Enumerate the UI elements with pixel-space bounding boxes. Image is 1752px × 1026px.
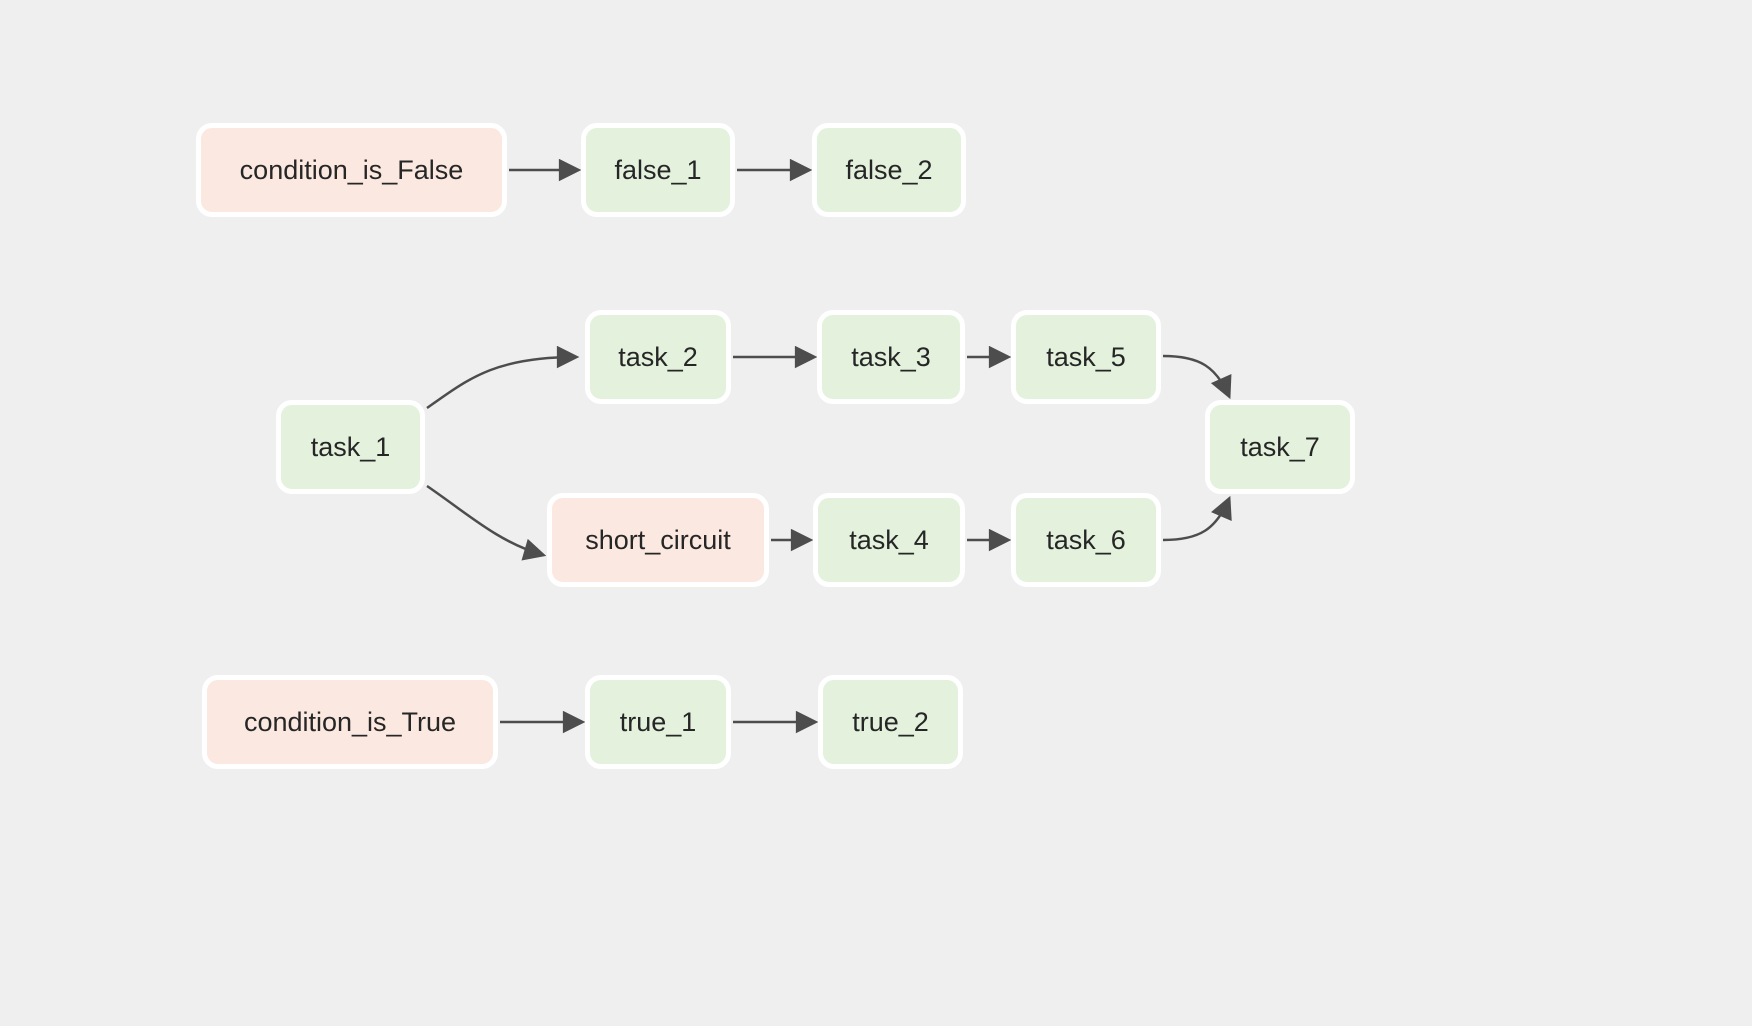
node-short_circuit[interactable]: short_circuit [547, 493, 769, 587]
node-label: condition_is_False [239, 154, 464, 185]
node-condition_is_False[interactable]: condition_is_False [196, 123, 507, 217]
node-label: task_7 [1240, 431, 1320, 462]
node-label: task_3 [851, 341, 931, 372]
node-label: false_2 [845, 154, 933, 185]
node-task_3[interactable]: task_3 [817, 310, 965, 404]
node-false_1[interactable]: false_1 [581, 123, 735, 217]
node-task_6[interactable]: task_6 [1011, 493, 1161, 587]
edge-task_6-task_7 [1162, 495, 1232, 542]
node-label: task_5 [1046, 341, 1126, 372]
edge-task_1-task_2 [426, 345, 580, 410]
node-task_1[interactable]: task_1 [276, 400, 425, 494]
node-false_2[interactable]: false_2 [812, 123, 966, 217]
node-label: task_4 [849, 524, 929, 555]
edge-task_1-short_circuit [426, 484, 547, 561]
node-label: task_2 [618, 341, 698, 372]
node-true_2[interactable]: true_2 [818, 675, 963, 769]
node-label: false_1 [614, 154, 702, 185]
node-label: true_1 [619, 706, 697, 737]
edge-task_5-task_7 [1162, 354, 1232, 400]
node-condition_is_True[interactable]: condition_is_True [202, 675, 498, 769]
node-label: short_circuit [585, 524, 731, 555]
node-task_4[interactable]: task_4 [813, 493, 965, 587]
node-true_1[interactable]: true_1 [585, 675, 731, 769]
node-task_5[interactable]: task_5 [1011, 310, 1161, 404]
node-task_7[interactable]: task_7 [1205, 400, 1355, 494]
node-task_2[interactable]: task_2 [585, 310, 731, 404]
node-label: task_1 [310, 431, 391, 462]
node-label: task_6 [1046, 524, 1126, 555]
node-label: condition_is_True [243, 706, 457, 737]
node-label: true_2 [852, 706, 929, 737]
